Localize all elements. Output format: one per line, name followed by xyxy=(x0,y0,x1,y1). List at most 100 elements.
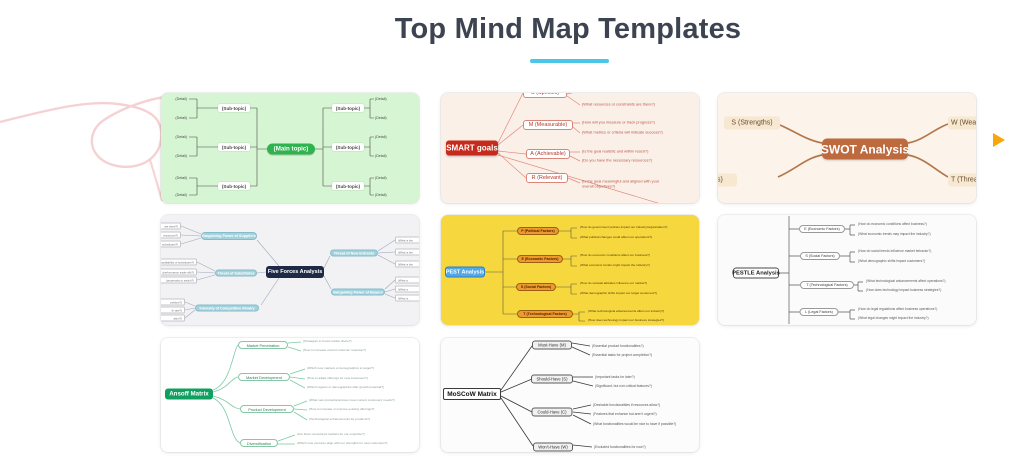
pest-detail: (What economic trends might impact the i… xyxy=(580,263,650,268)
detail-box: (performance trade-offs?) xyxy=(161,268,197,276)
template-card-swot-analysis[interactable]: SWOT Analysis S (Strengths) W (Weaknesse… xyxy=(718,93,976,203)
moscow-detail: (Essential tasks for project completion?… xyxy=(592,352,653,357)
detail-label: (Detail) xyxy=(175,175,187,180)
template-card-smart-goals[interactable]: SMART goals S (Specific) M (Measurable) … xyxy=(441,93,699,203)
five-forces-connectors xyxy=(180,225,396,319)
template-card-basic-mind-map[interactable]: (Main topic) (Sub-topic) (Sub-topic) (Su… xyxy=(161,93,419,203)
pestle-detail: (How do legal regulations affect busines… xyxy=(858,307,938,312)
sub-topic-node: (Sub-topic) xyxy=(218,182,250,190)
branch-should-have: Should-Have (S) xyxy=(531,374,573,384)
pestle-connectors xyxy=(779,216,863,324)
sub-topic-node: (Sub-topic) xyxy=(332,143,364,151)
ansoff-detail: (Strategies to boost market share?) xyxy=(303,339,352,344)
pest-detail: (What political changes could affect our… xyxy=(580,235,652,240)
moscow-detail: (What functionalities would be nice to h… xyxy=(593,421,677,426)
branch-new-entrants: Threat of New Entrants xyxy=(330,249,378,257)
five-forces-root-node: Five Forces Analysis xyxy=(266,266,324,278)
sub-topic-node: (Sub-topic) xyxy=(218,143,250,151)
branch-buyers: Bargaining Power of Buyers xyxy=(331,288,385,296)
swot-branch-threats: T (Threats) xyxy=(948,173,976,187)
pest-root-node: PEST Analysis xyxy=(445,266,485,278)
detail-label: (Detail) xyxy=(375,153,387,158)
detail-box: (What a xyxy=(395,276,419,284)
detail-label: (Detail) xyxy=(375,115,387,120)
pestle-detail: (How do economic conditions affect busin… xyxy=(858,222,927,227)
pest-connectors xyxy=(485,227,585,322)
branch-diversification: Diversification xyxy=(240,439,278,447)
branch-social: S (Social Factors) xyxy=(800,252,840,260)
smart-detail: (Do you have the necessary resources?) xyxy=(582,157,653,163)
detail-box: (What is the xyxy=(395,248,419,256)
detail-label: (Detail) xyxy=(375,175,387,180)
ansoff-detail: (What new products/services meet current… xyxy=(309,398,395,403)
detail-label: (Detail) xyxy=(175,134,187,139)
carousel-next-button[interactable] xyxy=(993,133,1005,147)
branch-wont-have: Won't-Have (W) xyxy=(533,442,573,452)
smart-branch-achievable: A (Achievable) xyxy=(526,149,570,159)
detail-label: (Detail) xyxy=(175,153,187,158)
smart-branch-relevant: R (Relevant) xyxy=(526,173,568,183)
moscow-detail: (Excluded functionalities for now?) xyxy=(594,444,646,449)
pestle-detail: (What legal changes might impact the ind… xyxy=(858,316,929,321)
moscow-detail: (Features that enhance but aren't urgent… xyxy=(593,411,657,416)
detail-box: resources?) xyxy=(161,231,181,239)
ansoff-detail: (How to increase current customer retent… xyxy=(303,348,366,353)
smart-detail: (Is the goal meaningful and aligned with… xyxy=(582,178,660,188)
pest-detail: (How do economic conditions affect our b… xyxy=(580,253,650,258)
sub-topic-node: (Sub-topic) xyxy=(332,104,364,112)
template-card-five-forces[interactable]: Five Forces Analysis Bargaining Power of… xyxy=(161,215,419,325)
detail-label: (Detail) xyxy=(175,115,187,120)
main-topic-node: (Main topic) xyxy=(267,143,315,155)
smart-detail: (Is the goal realistic and within reach?… xyxy=(582,148,649,154)
ansoff-detail: (Which regions or demographics offer gro… xyxy=(307,385,384,390)
pestle-detail: (How does technology impact business str… xyxy=(866,288,942,293)
detail-label: (Detail) xyxy=(375,192,387,197)
branch-rivalry: Intensity of Competitive Rivalry xyxy=(195,304,259,312)
template-card-pestle-analysis[interactable]: PESTLE Analysis E (Economic Factors) S (… xyxy=(718,215,976,325)
swot-branch-weaknesses: W (Weaknesses) xyxy=(948,116,976,130)
template-card-pest-analysis[interactable]: PEST Analysis P (Political Factors) E (E… xyxy=(441,215,699,325)
detail-box: ation?) xyxy=(161,314,185,322)
detail-box: (What a xyxy=(395,285,419,293)
page-title: Top Mind Map Templates xyxy=(394,13,742,45)
smart-goals-connectors xyxy=(497,93,659,203)
pestle-detail: (What demographic shifts impact customer… xyxy=(858,259,926,264)
pestle-detail: (What economic trends may impact the ind… xyxy=(858,232,931,237)
pest-detail: (How do government policies impact our i… xyxy=(580,225,668,230)
template-card-moscow-matrix[interactable]: MoSCoW Matrix Must-Have (M) Should-Have … xyxy=(441,338,699,452)
swot-branch-opportunities: O (Opportunities) xyxy=(718,173,737,187)
ansoff-detail: (Which new markets or demographics to ta… xyxy=(307,366,374,371)
ansoff-detail: (How to innovate or improve existing off… xyxy=(309,407,375,412)
branch-technological: T (Technological Factors) xyxy=(800,281,854,289)
detail-box: (What is the xyxy=(395,236,419,244)
smart-root-node: SMART goals xyxy=(446,140,498,156)
branch-must-have: Must-Have (M) xyxy=(532,340,572,350)
detail-label: (Detail) xyxy=(375,134,387,139)
ansoff-detail: (Are there unexplored markets for our ex… xyxy=(297,432,365,437)
ansoff-detail: (Technological enhancements for products… xyxy=(309,417,370,422)
branch-market-penetration: Market Penetration xyxy=(238,341,288,349)
smart-branch-specific: S (Specific) xyxy=(523,93,567,98)
moscow-detail: (Essential product functionalities?) xyxy=(592,343,644,348)
detail-box: are there?) xyxy=(161,222,181,230)
branch-technological: T (Technological Factors) xyxy=(517,310,573,318)
smart-detail: (What metrics or criteria will indicate … xyxy=(582,129,663,135)
smart-detail: (What resources or constraints are there… xyxy=(582,101,656,107)
basic-mind-map-connectors xyxy=(189,98,374,196)
swot-connectors xyxy=(777,123,949,178)
template-card-ansoff-matrix[interactable]: Ansoff Matrix Market Penetration Market … xyxy=(161,338,419,452)
ansoff-root-node: Ansoff Matrix xyxy=(165,388,213,400)
branch-political: P (Political Factors) xyxy=(517,227,559,235)
ansoff-connectors xyxy=(212,341,308,445)
moscow-detail: (Desirable functionalities if resources … xyxy=(593,402,661,407)
pestle-root-node: PESTLE Analysis xyxy=(732,267,780,279)
moscow-connectors xyxy=(500,342,594,448)
ansoff-detail: (Which new ventures align with our stren… xyxy=(297,441,388,446)
pestle-detail: (What technological advancements affect … xyxy=(866,279,946,284)
pest-detail: (How does technology impact our business… xyxy=(588,318,665,323)
swot-branch-strengths: S (Strengths) xyxy=(724,116,780,130)
pink-swirl-decoration xyxy=(0,95,168,202)
moscow-root-node: MoSCoW Matrix xyxy=(443,388,501,400)
branch-legal: L (Legal Factors) xyxy=(799,308,839,316)
